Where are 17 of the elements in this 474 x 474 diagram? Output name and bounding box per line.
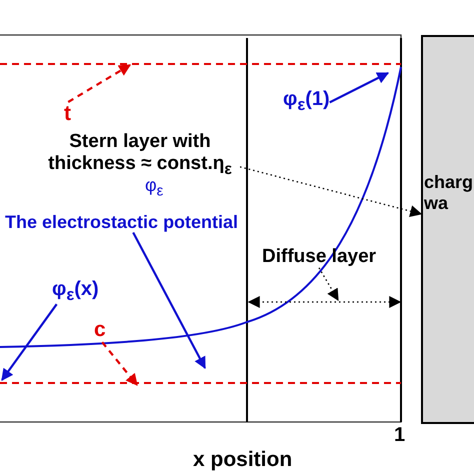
- leader-arrow: [240, 166, 422, 218]
- leader-arrow: [1, 304, 58, 381]
- layer-label: Diffuse layer: [262, 246, 376, 268]
- curve-label: t: [64, 102, 71, 126]
- tick-label: 1: [394, 424, 406, 447]
- leader-arrow: [68, 64, 132, 103]
- curve-label: φ$_{ε}$(x): [52, 278, 99, 304]
- curve-label: The electrostactic potential: [5, 212, 238, 233]
- leader-arrow: [101, 341, 138, 386]
- wall-label: charg wa: [424, 172, 474, 214]
- curve-label: c: [94, 318, 106, 342]
- wall-block: [421, 35, 474, 424]
- axis-title: x position: [193, 448, 292, 472]
- leader-arrow: [132, 232, 206, 370]
- leader-arrow: [329, 72, 390, 104]
- curve-label: φ$_{ε}$(1): [283, 88, 330, 114]
- leader-arrow: [318, 268, 339, 302]
